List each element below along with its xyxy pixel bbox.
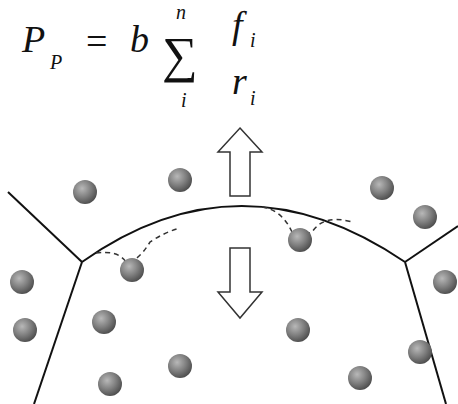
particles <box>10 168 457 396</box>
particle <box>413 205 437 229</box>
grain-boundary <box>8 192 82 262</box>
particle <box>92 310 116 334</box>
particle <box>370 176 394 200</box>
particle <box>348 366 372 390</box>
sum-index: i <box>181 90 187 110</box>
dashed-boundary <box>262 207 352 234</box>
sum-sign: ∑ <box>162 30 198 80</box>
particle <box>13 318 37 342</box>
formula-symbol: f <box>232 6 243 44</box>
formula-subscript: i <box>250 88 256 108</box>
particle <box>168 354 192 378</box>
particle <box>168 168 192 192</box>
grain-boundary <box>34 262 82 404</box>
force-arrows <box>218 128 262 318</box>
bowed-boundary <box>96 207 352 262</box>
particle <box>98 372 122 396</box>
particle <box>73 180 97 204</box>
sum-limit: n <box>176 2 186 22</box>
formula-symbol: P <box>22 20 45 58</box>
formula-subscript: P <box>50 52 62 72</box>
particle <box>433 270 457 294</box>
formula-operator: = <box>86 22 107 60</box>
formula-symbol: r <box>232 62 247 100</box>
formula-subscript: i <box>250 30 256 50</box>
grain-boundaries <box>8 192 458 404</box>
hollow-arrow-down <box>218 248 262 318</box>
particle <box>288 228 312 252</box>
particle <box>10 270 34 294</box>
dashed-boundary <box>96 228 180 262</box>
particle <box>408 340 432 364</box>
particle <box>120 258 144 282</box>
formula-symbol: b <box>130 20 149 58</box>
grain-boundary <box>405 226 458 262</box>
hollow-arrow-up <box>218 128 262 196</box>
particle <box>286 318 310 342</box>
